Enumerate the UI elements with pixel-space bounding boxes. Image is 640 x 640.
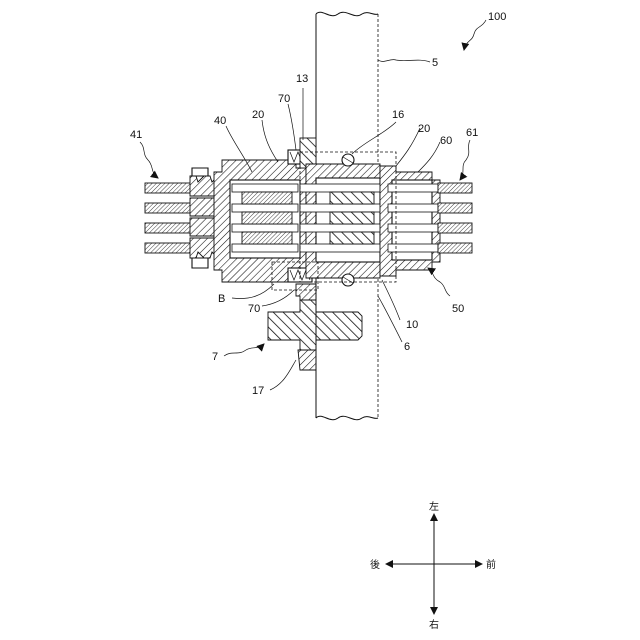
direction-label-up: 左 — [429, 500, 439, 513]
label-50: 50 — [452, 303, 464, 315]
connector-housing — [145, 138, 472, 286]
direction-label-right: 前 — [486, 558, 496, 571]
label-13: 13 — [296, 73, 308, 85]
label-17: 17 — [252, 385, 264, 397]
label-5: 5 — [432, 57, 438, 69]
direction-label-left: 後 — [370, 558, 380, 571]
direction-label-down: 右 — [429, 618, 439, 631]
label-40: 40 — [214, 115, 226, 127]
right-cable-bundle-61 — [438, 183, 472, 253]
label-7: 7 — [212, 351, 218, 363]
direction-indicator: 左 右 後 前 — [370, 500, 496, 631]
label-70-bottom: 70 — [248, 303, 260, 315]
part-7-block — [268, 284, 362, 372]
label-60: 60 — [440, 135, 452, 147]
label-20-left: 20 — [252, 109, 264, 121]
label-20-right: 20 — [418, 123, 430, 135]
label-10: 10 — [406, 319, 418, 331]
label-16: 16 — [392, 109, 404, 121]
label-6: 6 — [404, 341, 410, 353]
label-41: 41 — [130, 129, 142, 141]
label-70-top: 70 — [278, 93, 290, 105]
label-b: B — [218, 293, 225, 305]
label-100: 100 — [488, 11, 506, 23]
label-61: 61 — [466, 127, 478, 139]
flange-13 — [300, 138, 316, 168]
left-contact-pins — [232, 184, 298, 252]
